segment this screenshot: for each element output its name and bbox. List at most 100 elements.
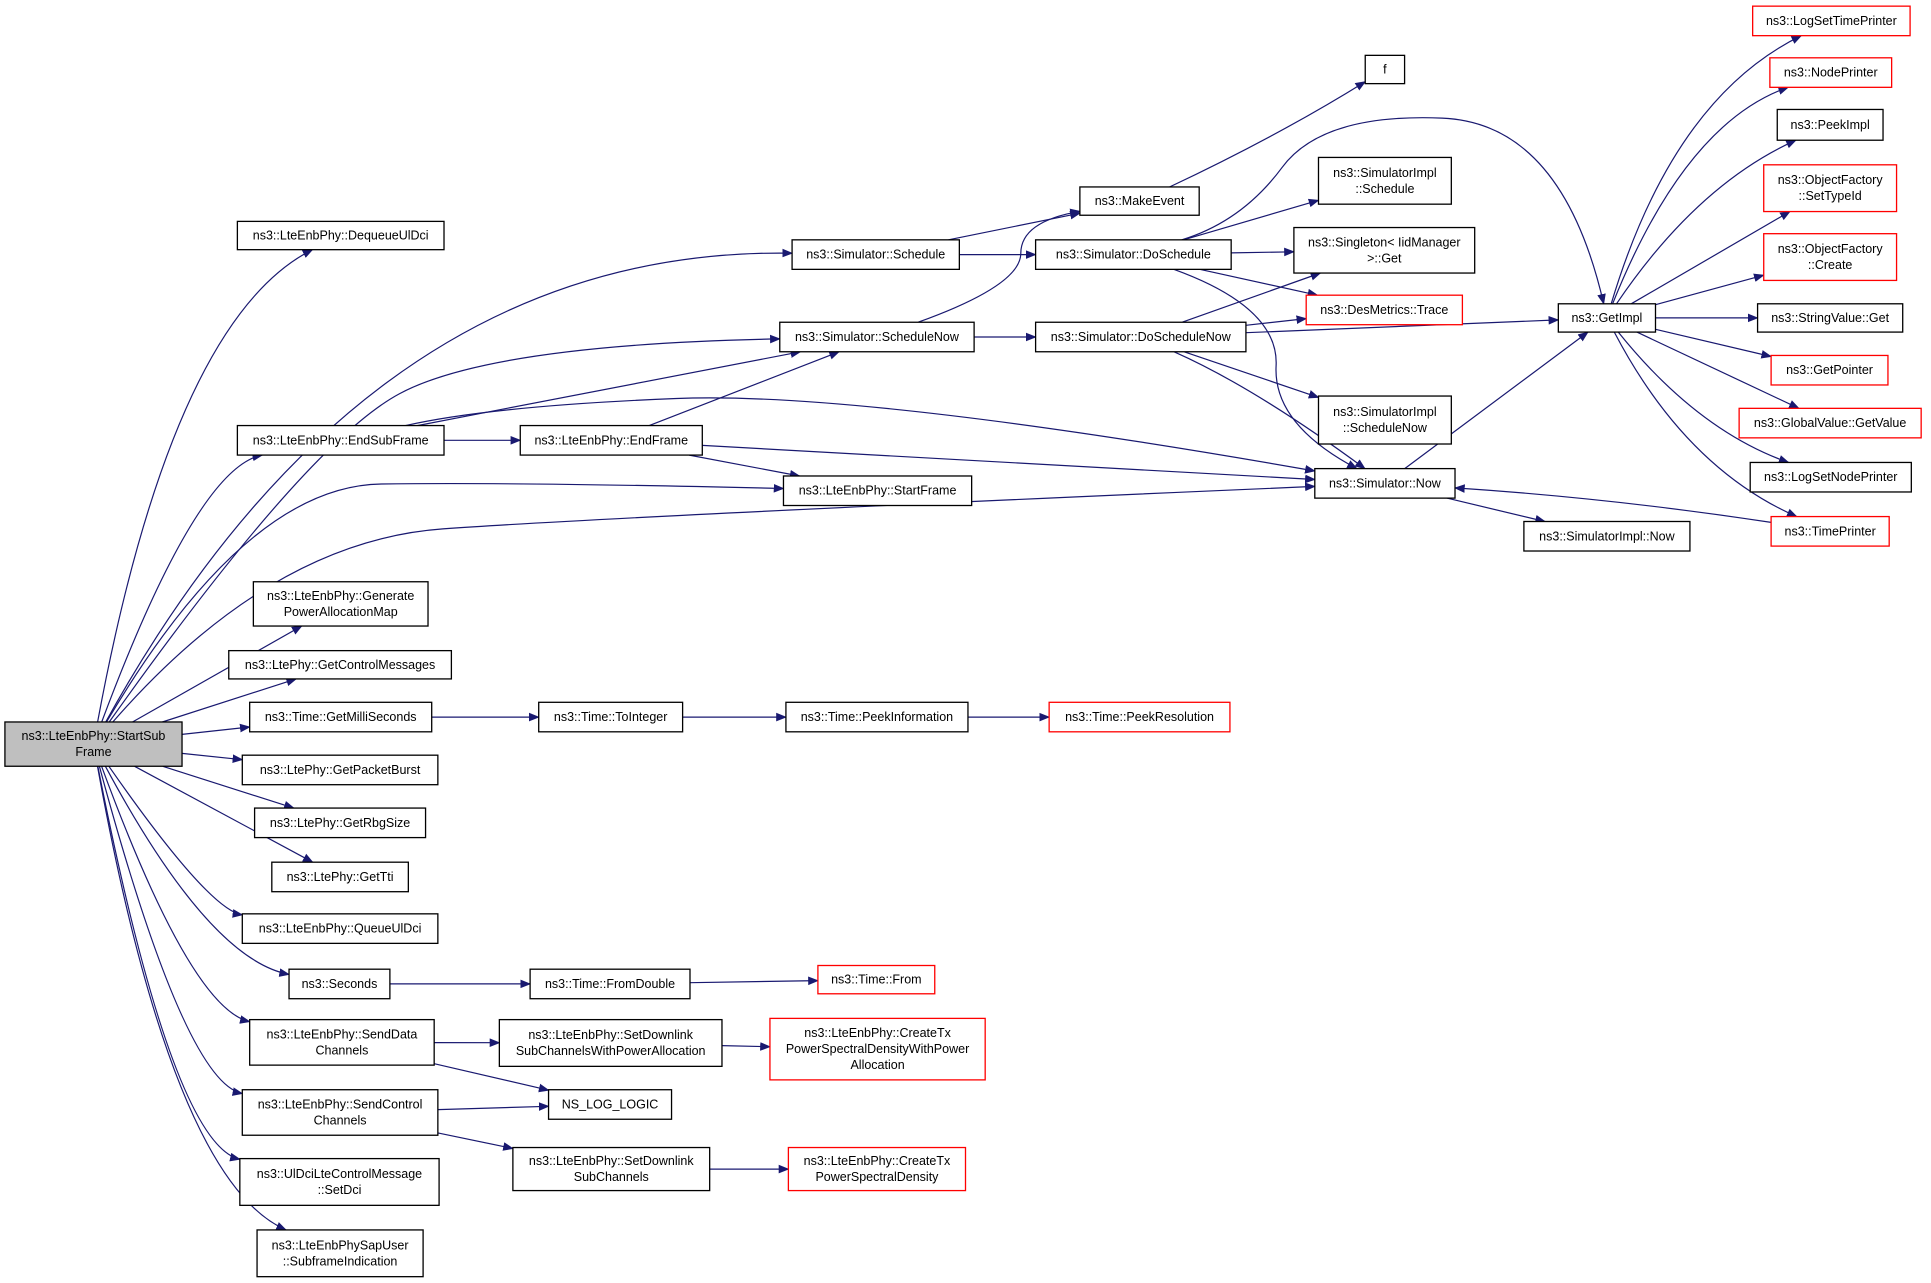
node-box xyxy=(1293,226,1476,274)
node-label: ns3::LteEnbPhy::CreateTx xyxy=(804,1154,951,1168)
node-box xyxy=(1079,186,1200,216)
node-ofSetType[interactable]: ns3::ObjectFactory::SetTypeId xyxy=(1763,164,1898,213)
node-getImpl[interactable]: ns3::GetImpl xyxy=(1557,303,1657,333)
node-box xyxy=(1770,354,1889,386)
node-queueUl[interactable]: ns3::LteEnbPhy::QueueUlDci xyxy=(241,913,439,945)
node-doScheduleNow[interactable]: ns3::Simulator::DoScheduleNow xyxy=(1034,321,1247,353)
node-subframeInd[interactable]: ns3::LteEnbPhySapUser::SubframeIndicatio… xyxy=(256,1229,424,1278)
node-box xyxy=(1738,407,1922,439)
node-box xyxy=(1034,321,1247,353)
node-box xyxy=(271,861,409,893)
node-label: PowerSpectralDensity xyxy=(815,1170,939,1184)
node-label: ns3::DesMetrics::Trace xyxy=(1320,303,1448,317)
node-createTxPsd[interactable]: ns3::LteEnbPhy::CreateTxPowerSpectralDen… xyxy=(787,1146,967,1192)
node-box xyxy=(1756,303,1904,333)
node-getTti[interactable]: ns3::LtePhy::GetTti xyxy=(271,861,409,893)
edge-root-to-getCtrlMsg xyxy=(162,677,298,723)
node-makeEvent[interactable]: ns3::MakeEvent xyxy=(1079,186,1200,216)
node-label: PowerSpectralDensityWithPower xyxy=(786,1042,969,1056)
node-setDlPower[interactable]: ns3::LteEnbPhy::SetDownlinkSubChannelsWi… xyxy=(498,1018,723,1068)
node-getCtrlMsg[interactable]: ns3::LtePhy::GetControlMessages xyxy=(228,649,453,680)
node-nodePrinter[interactable]: ns3::NodePrinter xyxy=(1769,57,1893,88)
node-getRbg[interactable]: ns3::LtePhy::GetRbgSize xyxy=(253,807,427,839)
node-box xyxy=(1763,164,1898,213)
node-seconds[interactable]: ns3::Seconds xyxy=(288,968,391,1000)
node-timeFrom[interactable]: ns3::Time::From xyxy=(817,964,936,995)
node-setDci[interactable]: ns3::UlDciLteControlMessage::SetDci xyxy=(239,1157,440,1206)
call-edge xyxy=(1617,331,1790,464)
node-peekRes[interactable]: ns3::Time::PeekResolution xyxy=(1048,701,1231,733)
node-getPointer[interactable]: ns3::GetPointer xyxy=(1770,354,1889,386)
node-box xyxy=(239,1157,440,1206)
node-desTrace[interactable]: ns3::DesMetrics::Trace xyxy=(1305,294,1464,326)
node-label: ns3::LtePhy::GetRbgSize xyxy=(270,816,410,830)
node-simImplNow[interactable]: ns3::SimulatorImpl::Now xyxy=(1523,520,1691,552)
node-label: ns3::Time::ToInteger xyxy=(554,710,667,724)
node-logSetNode[interactable]: ns3::LogSetNodePrinter xyxy=(1749,461,1912,493)
edge-doScheduleNow-to-simNow xyxy=(1173,351,1366,470)
node-label: ns3::ObjectFactory xyxy=(1778,173,1884,187)
node-endFrame[interactable]: ns3::LteEnbPhy::EndFrame xyxy=(519,424,703,456)
call-edge xyxy=(112,482,1316,723)
edge-doSchedule-to-singleton xyxy=(1231,247,1295,257)
node-toInteger[interactable]: ns3::Time::ToInteger xyxy=(538,701,684,733)
node-label: ::SetTypeId xyxy=(1799,189,1862,203)
node-startFrame[interactable]: ns3::LteEnbPhy::StartFrame xyxy=(782,475,973,507)
node-peekInfo[interactable]: ns3::Time::PeekInformation xyxy=(785,701,969,733)
node-endSubFrame[interactable]: ns3::LteEnbPhy::EndSubFrame xyxy=(236,424,445,456)
edge-getImpl-to-ofSetType xyxy=(1630,210,1791,305)
edge-doSchedule-to-getImpl xyxy=(1181,117,1606,305)
node-peekImpl[interactable]: ns3::PeekImpl xyxy=(1776,108,1884,141)
node-singleton[interactable]: ns3::Singleton< IidManager>::Get xyxy=(1293,226,1476,274)
call-edge xyxy=(108,334,781,723)
call-edge xyxy=(162,677,298,723)
node-globalGetValue[interactable]: ns3::GlobalValue::GetValue xyxy=(1738,407,1922,439)
edge-doScheduleNow-to-simImplScheduleNow xyxy=(1184,351,1320,399)
edge-endFrame-to-simNow xyxy=(702,444,1316,484)
call-edge xyxy=(1183,198,1320,241)
edge-getImpl-to-logSetNode xyxy=(1617,331,1790,464)
node-box xyxy=(1752,5,1911,37)
call-edge xyxy=(97,249,314,723)
edge-getImpl-to-globalGetValue xyxy=(1636,331,1800,409)
edge-root-to-queueUl xyxy=(108,765,244,918)
node-genPower[interactable]: ns3::LteEnbPhy::GeneratePowerAllocationM… xyxy=(252,581,429,627)
node-box xyxy=(1763,233,1898,282)
node-box xyxy=(236,424,445,456)
node-label: ns3::LtePhy::GetTti xyxy=(287,870,394,884)
node-schedule[interactable]: ns3::Simulator::Schedule xyxy=(791,239,961,271)
edge-root-to-scheduleNow xyxy=(108,334,781,723)
node-getMilli[interactable]: ns3::Time::GetMilliSeconds xyxy=(249,701,433,733)
node-timePrinter[interactable]: ns3::TimePrinter xyxy=(1770,515,1890,547)
edge-endSubFrame-to-simNow xyxy=(405,397,1316,474)
call-edge xyxy=(405,397,1316,474)
node-fromDouble[interactable]: ns3::Time::FromDouble xyxy=(529,968,691,1000)
node-simImplScheduleNow[interactable]: ns3::SimulatorImpl::ScheduleNow xyxy=(1317,395,1452,445)
edge-root-to-sendCtrl xyxy=(98,766,244,1096)
node-label: ns3::LteEnbPhy::EndSubFrame xyxy=(253,433,429,447)
node-scheduleNow[interactable]: ns3::Simulator::ScheduleNow xyxy=(779,321,975,353)
node-label: ns3::LteEnbPhy::StartFrame xyxy=(799,484,957,498)
node-doSchedule[interactable]: ns3::Simulator::DoSchedule xyxy=(1034,239,1232,271)
node-getPacketBurst[interactable]: ns3::LtePhy::GetPacketBurst xyxy=(241,754,439,786)
node-logSetTime[interactable]: ns3::LogSetTimePrinter xyxy=(1752,5,1911,37)
node-nsLog[interactable]: NS_LOG_LOGIC xyxy=(547,1089,673,1120)
node-box xyxy=(769,1017,986,1081)
node-f[interactable]: f xyxy=(1364,54,1406,85)
node-createTxPower[interactable]: ns3::LteEnbPhy::CreateTxPowerSpectralDen… xyxy=(769,1017,986,1081)
node-ofCreate[interactable]: ns3::ObjectFactory::Create xyxy=(1763,233,1898,282)
node-label: Channels xyxy=(314,1113,367,1127)
edge-root-to-schedule xyxy=(105,248,794,723)
node-simNow[interactable]: ns3::Simulator::Now xyxy=(1314,467,1456,499)
node-box xyxy=(249,701,433,733)
node-stringGet[interactable]: ns3::StringValue::Get xyxy=(1756,303,1904,333)
edge-doScheduleNow-to-singleton xyxy=(1181,272,1322,323)
edge-getImpl-to-timePrinter xyxy=(1613,331,1798,518)
edge-setDlPower-to-createTxPower xyxy=(721,1042,771,1051)
node-simImplSchedule[interactable]: ns3::SimulatorImpl::Schedule xyxy=(1317,156,1452,205)
node-dequeue[interactable]: ns3::LteEnbPhy::DequeueUlDci xyxy=(236,220,445,251)
